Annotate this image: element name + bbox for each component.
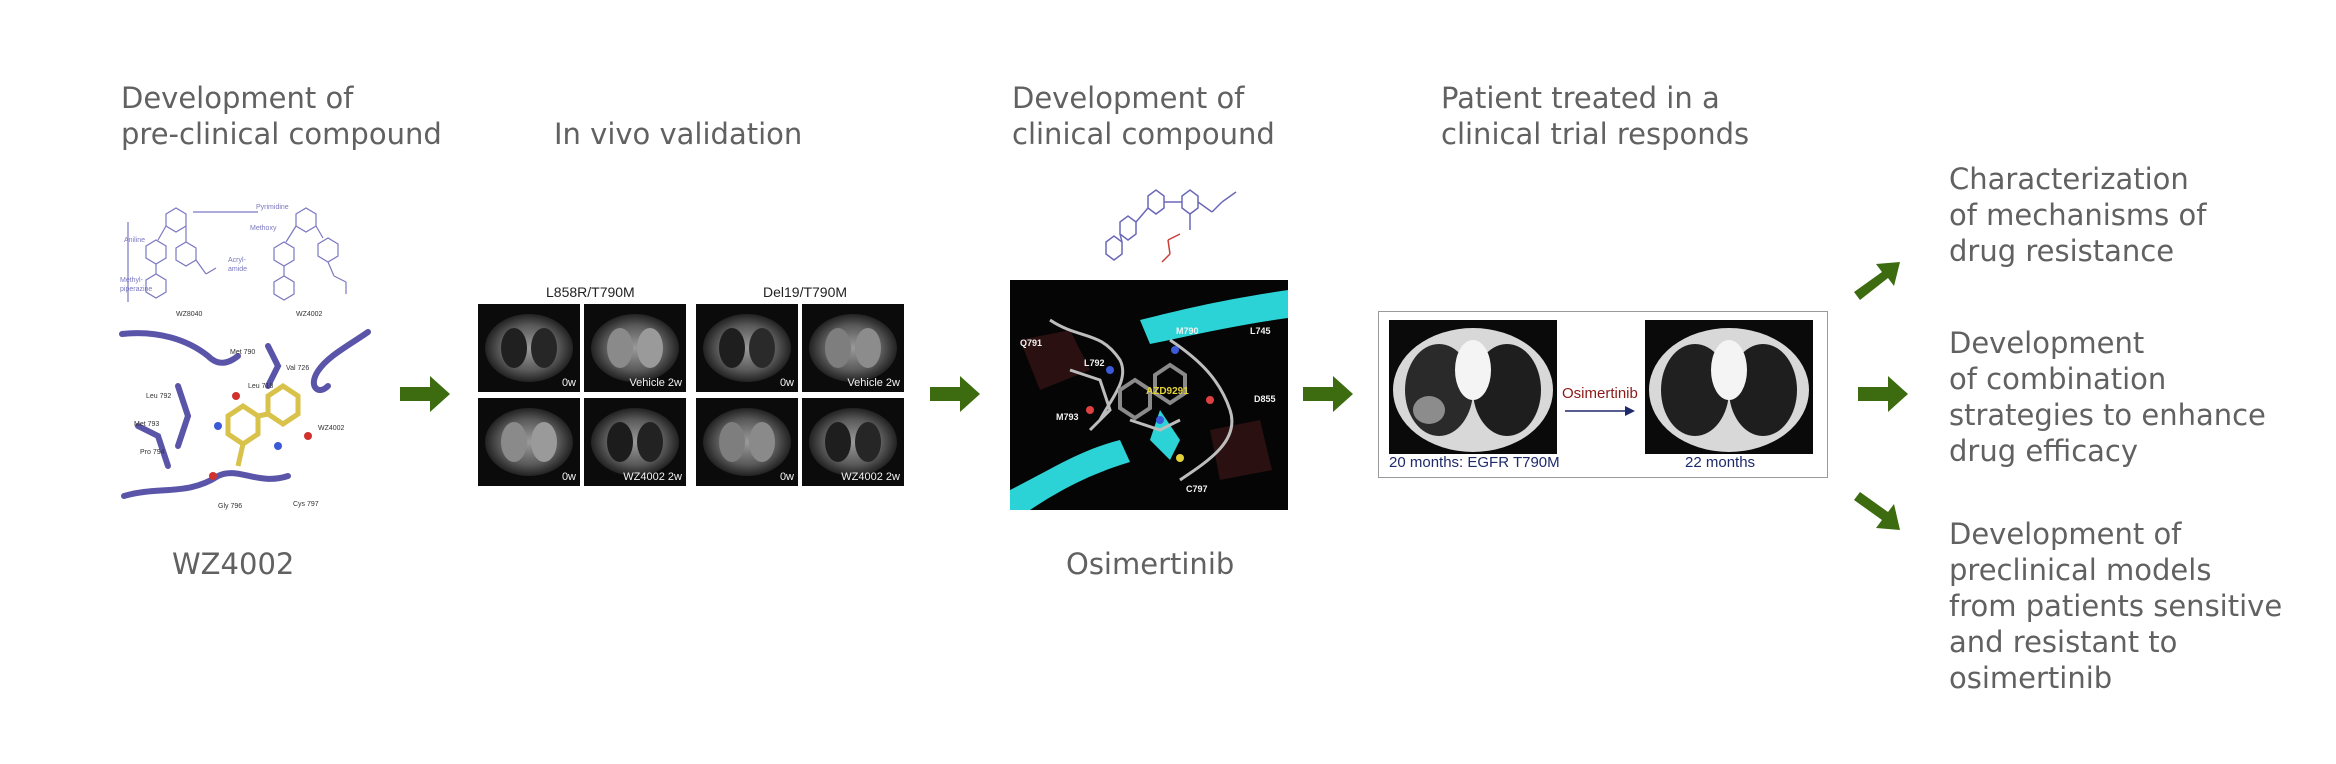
ct-after-label: 22 months: [1685, 454, 1756, 471]
leu792-label: Leu 792: [146, 393, 171, 400]
mri-panel: [478, 398, 580, 486]
wz4002-ligand-label: WZ4002: [318, 425, 345, 432]
m790-label: M790: [1176, 326, 1199, 336]
osimertinib-structure-figure: [1098, 182, 1248, 274]
q791-label: Q791: [1020, 338, 1042, 348]
mri-panel: [584, 398, 686, 486]
mri-panel: [802, 304, 904, 392]
m793-label: M793: [1056, 412, 1079, 422]
acrylamide-label-1: Acryl-: [228, 257, 247, 264]
pro794-label: Pro 794: [140, 449, 165, 456]
pyrimidine-label: Pyrimidine: [256, 204, 289, 211]
aniline-label: Aniline: [124, 237, 145, 244]
mri-panel-grid: 0w Vehicle 2w 0w Vehicle 2w 0w WZ4002 2w…: [478, 304, 908, 486]
mri-panel: [696, 304, 798, 392]
arrow-right-icon: [1565, 406, 1635, 416]
azd9291-label: AZD9291: [1146, 386, 1189, 397]
l745-label: L745: [1250, 326, 1271, 336]
methylpiperazine-label-2: piperazine: [120, 286, 152, 293]
leu718-label: Leu 718: [248, 383, 273, 390]
c797-label: C797: [1186, 484, 1208, 494]
mri-panel-label: Vehicle 2w: [629, 377, 682, 389]
mri-panel-label: 0w: [780, 471, 794, 483]
mri-group-label-l858r: L858R/T790M: [546, 284, 635, 300]
mri-panel-label: WZ4002 2w: [623, 471, 682, 483]
arrow-up-right-icon: [1854, 262, 1900, 300]
gly796-label: Gly 796: [218, 503, 242, 510]
mri-group-label-del19: Del19/T790M: [763, 284, 848, 300]
stage-heading-clinical: Development of clinical compound: [1012, 81, 1275, 151]
mri-panel: [584, 304, 686, 392]
arrow-down-right-icon: [1854, 492, 1900, 530]
methoxy-label: Methoxy: [250, 225, 277, 232]
mri-panel-label: 0w: [780, 377, 794, 389]
met790-label: Met 790: [230, 349, 255, 356]
stage-heading-preclinical: Development of pre-clinical compound: [121, 81, 442, 151]
ct-scan-before: [1389, 320, 1557, 454]
crystal-structure-figure: Q791 M790 L745 L792 D855 M793 C797 AZD92…: [1010, 280, 1288, 510]
met793-label: Met 793: [134, 421, 159, 428]
l792-label: L792: [1084, 358, 1105, 368]
stage-heading-in-vivo: In vivo validation: [554, 117, 803, 151]
d855-label: D855: [1254, 394, 1276, 404]
mri-panel-label: Vehicle 2w: [847, 377, 900, 389]
mri-panel-label: 0w: [562, 377, 576, 389]
stage-heading-patient: Patient treated in a clinical trial resp…: [1441, 81, 1750, 151]
binding-site-figure: Met 790 Val 726 Leu 718 Leu 792 Met 793 …: [118, 326, 380, 511]
ct-drug-label: Osimertinib: [1562, 385, 1638, 402]
wz4002-structure-label: WZ4002: [296, 311, 323, 318]
mri-panel: [802, 398, 904, 486]
mri-panel: [696, 398, 798, 486]
wz8040-label: WZ8040: [176, 311, 203, 318]
preclinical-compound-name: WZ4002: [172, 547, 295, 581]
methylpiperazine-label-1: Methyl-: [120, 277, 144, 284]
mri-panel-label: WZ4002 2w: [841, 471, 900, 483]
arrow-right-icon: [930, 376, 980, 412]
val726-label: Val 726: [286, 365, 309, 372]
cys797-label: Cys 797: [293, 501, 319, 508]
ct-scan-panel: Osimertinib 20 months: EGFR T790M 22 mon…: [1378, 311, 1828, 478]
outcome-combination-strategies: Development of combination strategies to…: [1949, 326, 2266, 468]
outcome-drug-resistance: Characterization of mechanisms of drug r…: [1949, 162, 2207, 268]
outcome-preclinical-models: Development of preclinical models from p…: [1949, 517, 2283, 695]
mri-panel: [478, 304, 580, 392]
ct-scan-after: [1645, 320, 1813, 454]
mri-panel-label: 0w: [562, 471, 576, 483]
chemical-structures-figure: Pyrimidine Methoxy Aniline Acryl- amide …: [118, 182, 378, 320]
arrow-right-icon: [1858, 376, 1908, 412]
ct-before-label: 20 months: EGFR T790M: [1389, 454, 1560, 471]
arrow-right-icon: [1303, 376, 1353, 412]
arrow-right-icon: [400, 376, 450, 412]
clinical-compound-name: Osimertinib: [1066, 547, 1235, 581]
acrylamide-label-2: amide: [228, 266, 247, 273]
